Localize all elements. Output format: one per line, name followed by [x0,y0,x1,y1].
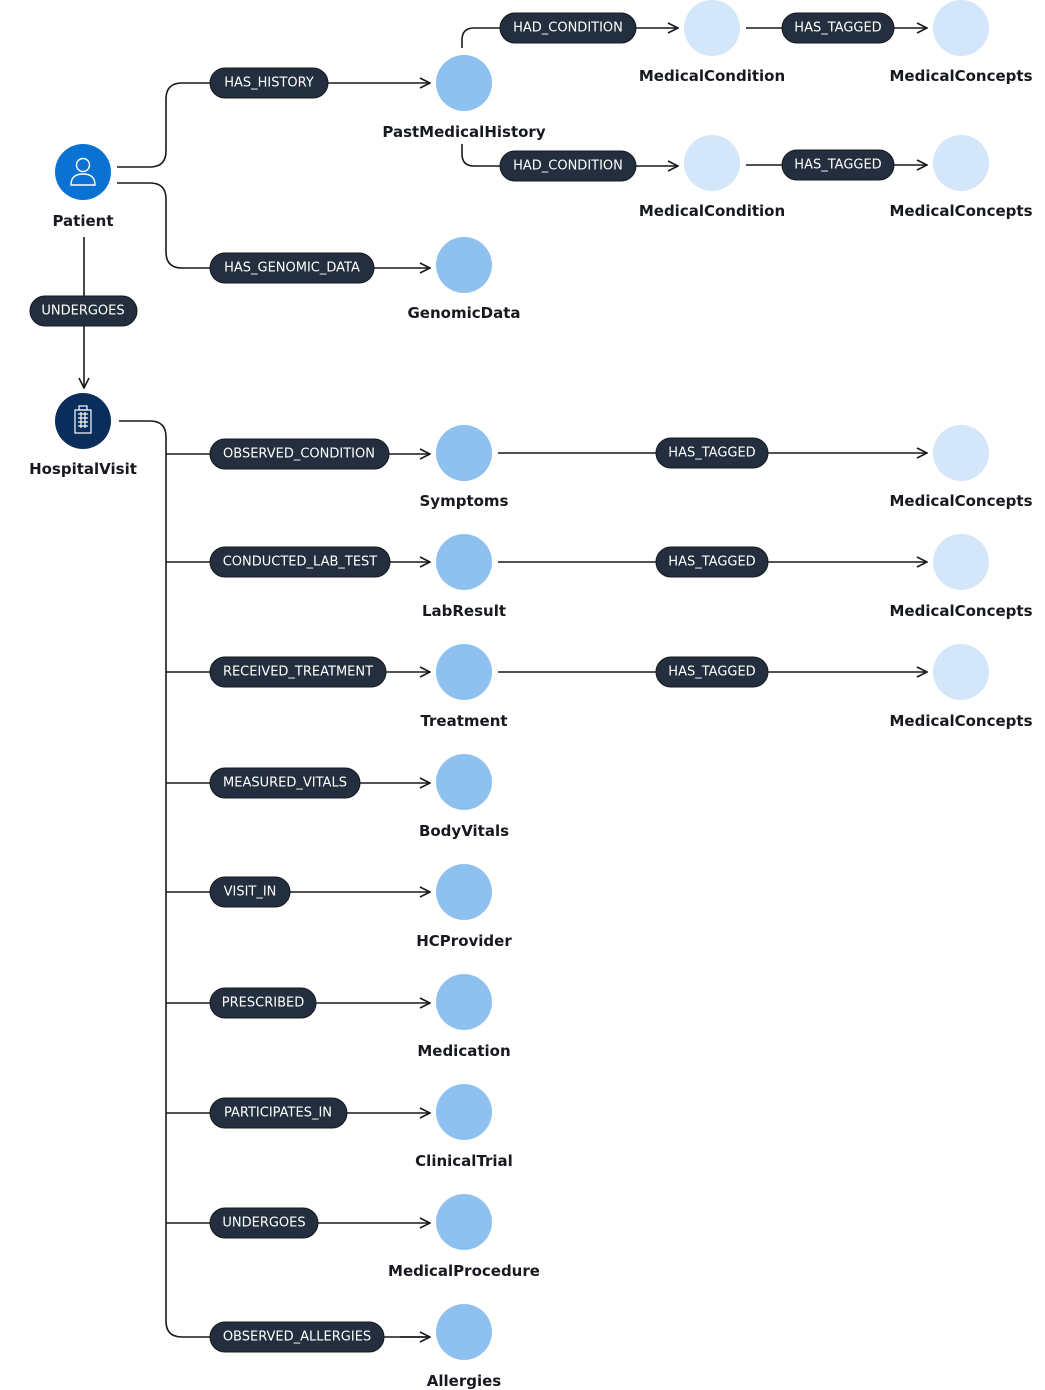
pill-prescribed: PRESCRIBED [209,987,317,1019]
pill-has-tagged-1: HAS_TAGGED [781,12,895,44]
node-hc-provider [436,864,492,920]
node-label-allergies: Allergies [427,1372,502,1390]
node-label-patient: Patient [52,212,113,230]
node-medical-condition-2 [684,135,740,191]
node-medical-concepts-2 [933,135,989,191]
edge-has-genomic-data [117,182,430,268]
pill-measured-vitals: MEASURED_VITALS [209,767,361,799]
node-label-hc-provider: HCProvider [416,932,512,950]
pill-has-genomic-data: HAS_GENOMIC_DATA [209,252,375,284]
node-past-medical-history [436,55,492,111]
pill-prescribed-label: PRESCRIBED [222,996,304,1011]
pill-has-tagged-3-label: HAS_TAGGED [668,446,755,461]
node-label-medical-concepts-3: MedicalConcepts [889,492,1032,510]
pill-conducted-lab-test: CONDUCTED_LAB_TEST [209,546,391,578]
node-medical-concepts-3 [933,425,989,481]
pill-conducted-lab-test-label: CONDUCTED_LAB_TEST [223,555,378,570]
edge-had-condition-1 [461,28,678,48]
node-medication [436,974,492,1030]
node-body-vitals [436,754,492,810]
pill-has-tagged-5: HAS_TAGGED [655,656,769,688]
node-patient [55,144,111,200]
node-label-hospital-visit: HospitalVisit [29,460,137,478]
hospital-building-icon [74,405,92,434]
node-genomic-data [436,237,492,293]
pill-undergoes-procedure-label: UNDERGOES [222,1216,305,1231]
pill-undergoes-procedure: UNDERGOES [209,1207,319,1239]
node-medical-concepts-1 [933,0,989,56]
pill-had-condition-2-label: HAD_CONDITION [513,159,623,174]
pill-has-tagged-3: HAS_TAGGED [655,437,769,469]
pill-has-history: HAS_HISTORY [209,67,329,99]
node-label-medical-procedure: MedicalProcedure [388,1262,540,1280]
pill-received-treatment: RECEIVED_TREATMENT [209,656,387,688]
pill-observed-condition: OBSERVED_CONDITION [209,438,390,470]
edge-had-condition-2 [461,144,678,166]
pill-has-tagged-5-label: HAS_TAGGED [668,665,755,680]
pill-visit-in: VISIT_IN [209,876,291,908]
pill-has-tagged-1-label: HAS_TAGGED [794,21,881,36]
node-clinical-trial [436,1084,492,1140]
pill-has-tagged-2-label: HAS_TAGGED [794,158,881,173]
pill-observed-allergies: OBSERVED_ALLERGIES [209,1321,385,1353]
node-label-medical-condition-2: MedicalCondition [639,202,785,220]
pill-participates-in-label: PARTICIPATES_IN [224,1106,332,1121]
node-lab-result [436,534,492,590]
pill-had-condition-1-label: HAD_CONDITION [513,21,623,36]
node-label-medical-concepts-2: MedicalConcepts [889,202,1032,220]
edge-hospital-trunk [119,420,430,1338]
user-icon [70,157,96,186]
pill-participates-in: PARTICIPATES_IN [209,1097,348,1129]
node-label-lab-result: LabResult [422,602,506,620]
pill-visit-in-label: VISIT_IN [224,885,277,900]
node-label-medical-concepts-1: MedicalConcepts [889,67,1032,85]
edge-has-history [117,83,430,168]
node-medical-condition-1 [684,0,740,56]
pill-has-tagged-4: HAS_TAGGED [655,546,769,578]
pill-received-treatment-label: RECEIVED_TREATMENT [223,665,373,680]
pill-measured-vitals-label: MEASURED_VITALS [223,776,347,791]
node-label-symptoms: Symptoms [420,492,509,510]
pill-undergoes-visit: UNDERGOES [29,295,138,327]
node-medical-procedure [436,1194,492,1250]
pill-has-history-label: HAS_HISTORY [224,76,314,91]
node-label-medical-condition-1: MedicalCondition [639,67,785,85]
node-medical-concepts-4 [933,534,989,590]
node-label-medical-concepts-5: MedicalConcepts [889,712,1032,730]
pill-observed-allergies-label: OBSERVED_ALLERGIES [223,1330,371,1345]
node-label-medication: Medication [417,1042,510,1060]
node-label-clinical-trial: ClinicalTrial [415,1152,513,1170]
node-label-medical-concepts-4: MedicalConcepts [889,602,1032,620]
pill-observed-condition-label: OBSERVED_CONDITION [223,447,375,462]
pill-had-condition-1: HAD_CONDITION [499,12,637,44]
node-allergies [436,1304,492,1360]
node-label-treatment: Treatment [420,712,507,730]
node-label-body-vitals: BodyVitals [419,822,509,840]
node-medical-concepts-5 [933,644,989,700]
pill-has-tagged-4-label: HAS_TAGGED [668,555,755,570]
node-label-genomic-data: GenomicData [408,304,521,322]
node-hospital-visit [55,393,111,449]
pill-undergoes-visit-label: UNDERGOES [41,304,124,319]
node-treatment [436,644,492,700]
pill-had-condition-2: HAD_CONDITION [499,150,637,182]
node-symptoms [436,425,492,481]
pill-has-genomic-data-label: HAS_GENOMIC_DATA [224,261,360,276]
node-label-past-medical-history: PastMedicalHistory [382,123,545,141]
pill-has-tagged-2: HAS_TAGGED [781,149,895,181]
